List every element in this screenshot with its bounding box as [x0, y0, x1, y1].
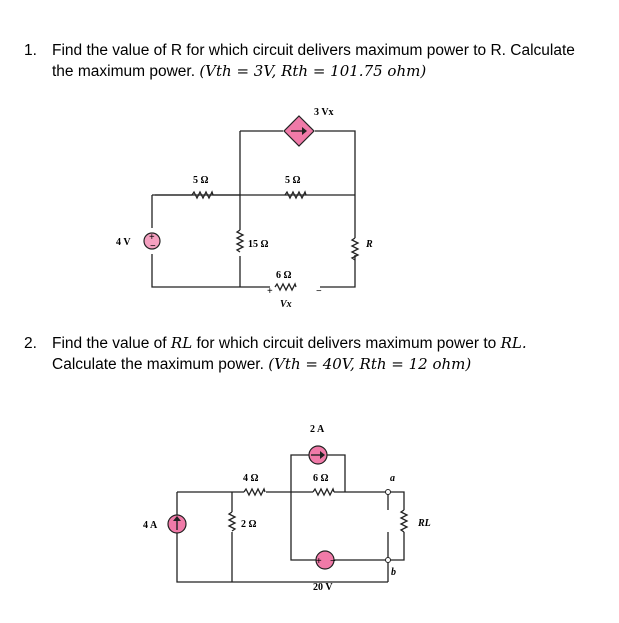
question-1-line1: Find the value of R for which circuit de… — [52, 42, 575, 59]
label-vx: Vx — [280, 299, 292, 310]
label-node-a: a — [390, 473, 395, 484]
question-2-number: 2. — [24, 335, 37, 352]
resistor-4-ohm — [243, 487, 266, 497]
label-2-ohm: 2 Ω — [241, 519, 257, 530]
label-source-v: 4 V — [116, 237, 131, 248]
resistor-15-ohm — [235, 229, 245, 253]
label-6-ohm: 6 Ω — [313, 473, 329, 484]
question-1-given-values: (Vth = 3V, Rth = 101.75 ohm) — [199, 62, 427, 80]
resistor-6-ohm — [274, 282, 297, 292]
question-2-line1-text: Find the value of — [52, 335, 171, 352]
question-1-number: 1. — [24, 42, 37, 59]
question-1-line2-text: the maximum power. — [52, 63, 200, 80]
label-dependent-source: 3 Vx — [314, 107, 334, 118]
svg-text:+: + — [316, 556, 322, 567]
label-2a: 2 A — [310, 424, 325, 435]
circuit-1 — [151, 130, 360, 292]
circuit-2 — [176, 454, 409, 583]
resistor-5-ohm-right — [284, 190, 307, 200]
svg-text:−: − — [330, 556, 336, 567]
question-2-given-values: (Vth = 40V, Rth = 12 ohm) — [268, 355, 472, 373]
question-2: 2. Find the value of RL for which circuit… — [24, 333, 527, 375]
label-4a: 4 A — [143, 520, 158, 531]
voltage-source-20v — [315, 550, 335, 570]
resistor-rl — [399, 509, 409, 533]
question-1: 1. Find the value of R for which circuit … — [24, 40, 575, 82]
resistor-6-ohm-q2 — [312, 487, 335, 497]
label-r-load: R — [365, 239, 373, 250]
svg-text:−: − — [150, 241, 156, 252]
label-r2: 5 Ω — [285, 175, 301, 186]
resistor-2-ohm — [227, 511, 237, 532]
voltage-source-4v — [143, 232, 161, 250]
label-20v: 20 V — [313, 582, 333, 593]
question-2-rl-1: RL — [170, 334, 193, 352]
svg-text:+: + — [149, 232, 155, 243]
label-node-b: b — [391, 567, 396, 578]
label-vx-plus: + — [267, 286, 273, 297]
label-r1: 5 Ω — [193, 175, 209, 186]
label-4-ohm: 4 Ω — [243, 473, 259, 484]
label-vx-minus: − — [316, 286, 322, 297]
question-2-line1-text2: for which circuit delivers maximum power… — [192, 335, 501, 352]
label-r3: 15 Ω — [248, 239, 269, 250]
resistor-r-load — [350, 237, 360, 261]
label-rl: RL — [417, 518, 431, 529]
question-2-rl-2: RL. — [500, 334, 527, 352]
label-r4: 6 Ω — [276, 270, 292, 281]
resistor-5-ohm-left — [191, 190, 214, 200]
question-2-line2-text: Calculate the maximum power. — [52, 356, 269, 373]
